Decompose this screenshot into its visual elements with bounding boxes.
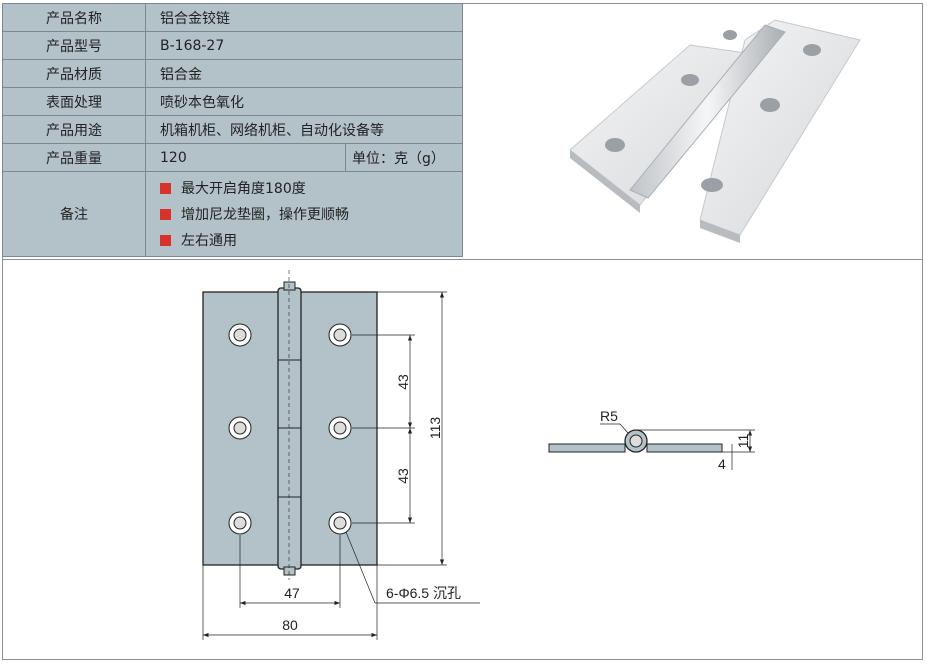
note-text: 左右通用 [181,233,237,249]
front-view-drawing [202,270,480,640]
side-view-drawing [548,423,755,470]
section-divider [2,259,922,260]
note-item: 左右通用 [160,227,462,253]
notes-label: 备注 [2,171,146,257]
row-value: 机箱机柜、网络机柜、自动化设备等 [145,115,463,144]
dim-total-thickness: 11 [735,434,751,449]
notes-list: 最大开启角度180度 增加尼龙垫圈，操作更顺畅 左右通用 [145,171,463,257]
bullet-icon [160,182,171,194]
row-value: 铝合金 [145,59,463,88]
dim-hole-pitch-upper: 43 [395,374,411,390]
row-value: 120 [145,143,346,172]
unit-label: 单位：克（g） [345,143,463,172]
dim-plate-thickness: 4 [718,456,726,472]
note-text: 增加尼龙垫圈，操作更顺畅 [181,207,349,223]
mounting-holes [228,323,352,535]
row-value: B-168-27 [145,31,463,60]
dim-height: 113 [427,417,443,440]
row-label: 表面处理 [2,87,146,116]
hole-callout: 6-Φ6.5 沉孔 [386,585,461,601]
dim-radius: R5 [600,408,618,424]
dim-hole-span: 47 [284,585,300,601]
dim-width: 80 [282,617,298,633]
row-label: 产品材质 [2,59,146,88]
row-value: 铝合金铰链 [145,3,463,32]
note-item: 增加尼龙垫圈，操作更顺畅 [160,201,462,227]
table-row: 备注 最大开启角度180度 增加尼龙垫圈，操作更顺畅 左右通用 [2,171,463,257]
table-row: 产品用途机箱机柜、网络机柜、自动化设备等 [2,115,463,144]
product-photo [569,19,861,243]
dim-hole-pitch-lower: 43 [395,468,411,484]
bullet-icon [160,234,171,246]
bullet-icon [160,208,171,220]
sheet-frame [2,3,923,660]
table-row: 产品材质铝合金 [2,59,463,88]
note-text: 最大开启角度180度 [181,181,306,197]
note-item: 最大开启角度180度 [160,175,462,201]
